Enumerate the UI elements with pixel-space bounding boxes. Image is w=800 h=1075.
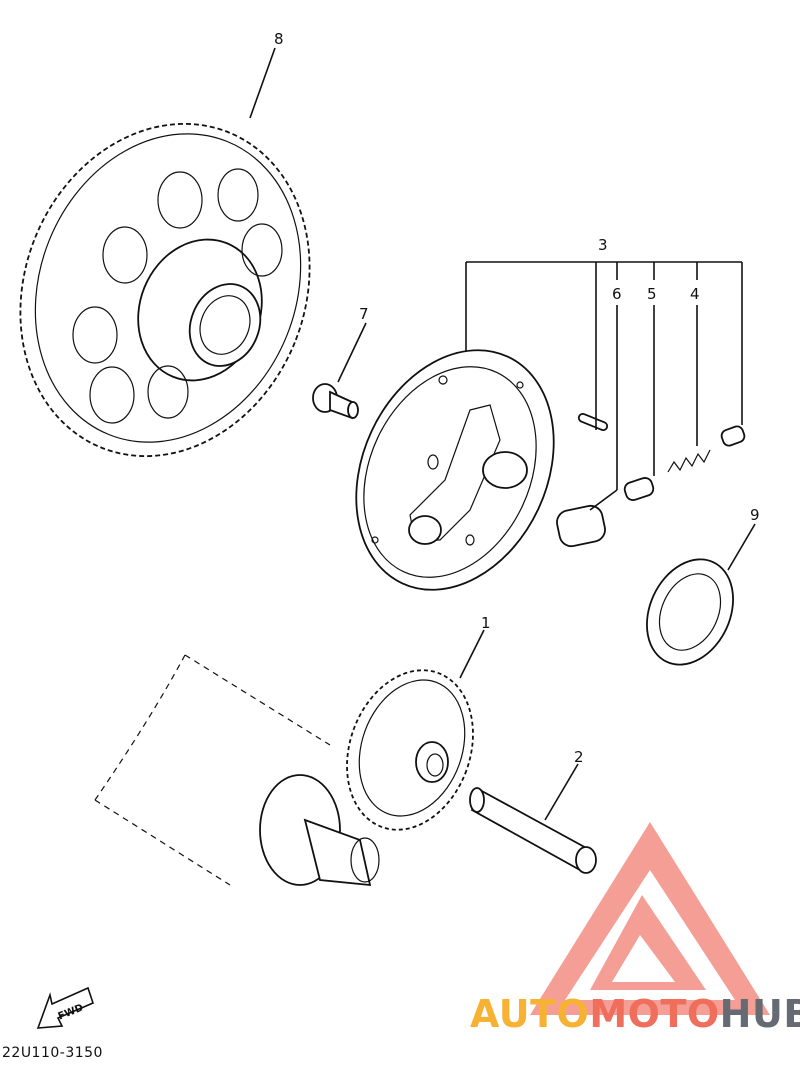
callout-1: 1 xyxy=(481,614,491,632)
callout-2: 2 xyxy=(574,748,584,766)
leader-lines xyxy=(249,47,756,821)
pin-icon xyxy=(577,412,609,432)
roller-part-6 xyxy=(556,504,606,548)
callout-3: 3 xyxy=(598,236,608,254)
callout-6: 6 xyxy=(612,285,622,303)
callout-4: 4 xyxy=(690,285,700,303)
washer-part-9 xyxy=(646,558,734,666)
watermark-hub: HUB xyxy=(719,992,800,1036)
starter-wheel-gear-part-8 xyxy=(19,122,311,458)
starter-clutch-assembly-part-3 xyxy=(355,349,555,591)
callout-9: 9 xyxy=(750,506,760,524)
fwd-arrow-icon: FWD xyxy=(36,986,94,1029)
callout-5: 5 xyxy=(647,285,657,303)
idler-gear-part-1 xyxy=(346,669,474,831)
watermark-wordmark: AUTOMOTOHUB xyxy=(470,992,800,1036)
starter-motor-outline xyxy=(94,654,380,887)
watermark-logo-icon xyxy=(530,822,770,1015)
shaft-part-2 xyxy=(469,787,597,874)
callout-7: 7 xyxy=(359,305,369,323)
plunger-part-5 xyxy=(623,477,655,501)
watermark-auto: AUTO xyxy=(470,992,590,1036)
bolt-part-7 xyxy=(312,383,359,420)
watermark-moto: MOTO xyxy=(589,992,720,1036)
diagram-code: 22U110-3150 xyxy=(2,1045,103,1061)
callout-8: 8 xyxy=(274,30,284,48)
spring-part-4 xyxy=(667,425,746,473)
